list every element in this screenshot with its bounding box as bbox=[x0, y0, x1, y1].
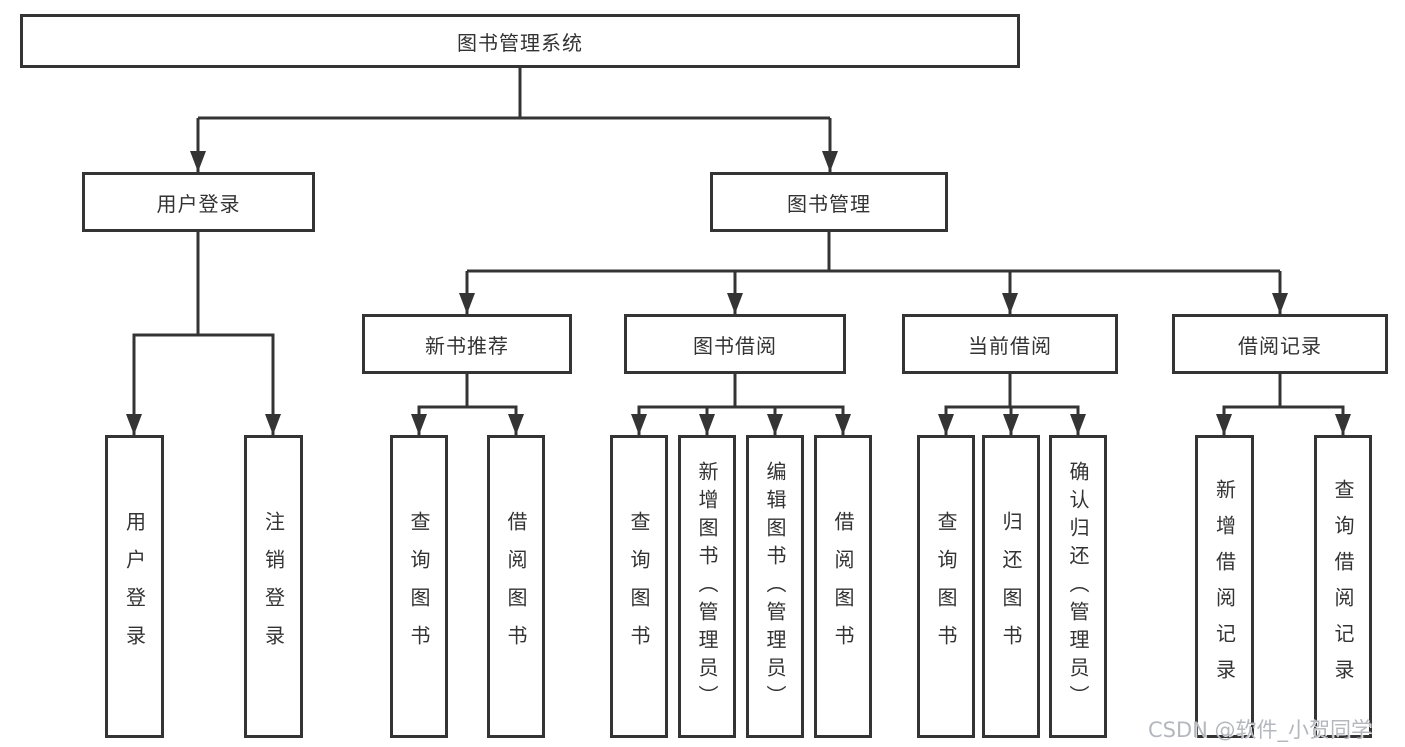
leaf-borrow-query-books: 查询图书 bbox=[610, 435, 668, 738]
leaf-edit-book-admin-label: 编辑图书（管理员） bbox=[763, 460, 787, 713]
csdn-watermark: CSDN @软件_小贺同学 bbox=[1148, 718, 1373, 742]
leaf-recommend-borrow-books: 借阅图书 bbox=[487, 435, 545, 738]
leaf-user-login: 用户登录 bbox=[105, 435, 164, 738]
leaf-return-books: 归还图书 bbox=[982, 435, 1040, 738]
leaf-borrow-books-label: 借阅图书 bbox=[831, 510, 855, 663]
node-user-login: 用户登录 bbox=[82, 172, 315, 232]
leaf-add-borrow-record-label: 新增借阅记录 bbox=[1212, 478, 1237, 695]
leaf-add-book-admin: 新增图书（管理员） bbox=[678, 435, 736, 738]
node-root-system: 图书管理系统 bbox=[20, 14, 1020, 68]
node-new-book-recommend: 新书推荐 bbox=[362, 314, 572, 374]
leaf-user-login-label: 用户登录 bbox=[122, 510, 147, 663]
leaf-recommend-query-books-label: 查询图书 bbox=[407, 510, 431, 663]
leaf-borrow-query-books-label: 查询图书 bbox=[627, 510, 651, 663]
leaf-add-book-admin-label: 新增图书（管理员） bbox=[695, 460, 719, 713]
leaf-query-borrow-record: 查询借阅记录 bbox=[1314, 435, 1372, 738]
leaf-recommend-borrow-books-label: 借阅图书 bbox=[504, 510, 528, 663]
node-book-borrow: 图书借阅 bbox=[624, 314, 846, 374]
leaf-borrow-books: 借阅图书 bbox=[814, 435, 872, 738]
leaf-logout-label: 注销登录 bbox=[261, 510, 286, 663]
leaf-current-query-books: 查询图书 bbox=[917, 435, 975, 738]
leaf-return-books-label: 归还图书 bbox=[999, 510, 1023, 663]
leaf-confirm-return-admin: 确认归还（管理员） bbox=[1049, 435, 1107, 738]
node-current-borrow: 当前借阅 bbox=[902, 314, 1118, 374]
leaf-recommend-query-books: 查询图书 bbox=[390, 435, 448, 738]
node-borrow-records: 借阅记录 bbox=[1172, 314, 1388, 374]
leaf-add-borrow-record: 新增借阅记录 bbox=[1195, 435, 1254, 738]
leaf-edit-book-admin: 编辑图书（管理员） bbox=[746, 435, 804, 738]
leaf-current-query-books-label: 查询图书 bbox=[934, 510, 958, 663]
leaf-logout: 注销登录 bbox=[244, 435, 303, 738]
leaf-confirm-return-admin-label: 确认归还（管理员） bbox=[1066, 460, 1090, 713]
node-book-management: 图书管理 bbox=[710, 172, 948, 232]
leaf-query-borrow-record-label: 查询借阅记录 bbox=[1331, 478, 1355, 695]
